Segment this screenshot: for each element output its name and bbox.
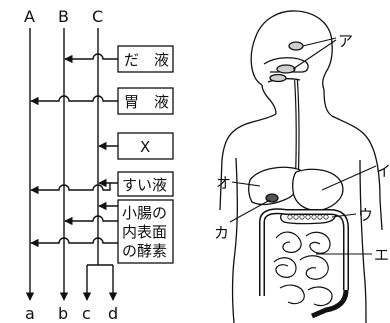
arrow-saliva bbox=[65, 54, 118, 59]
box-gastric-text: 胃 液 bbox=[124, 93, 169, 111]
leader-a-1 bbox=[303, 38, 336, 46]
top-labels: A B C bbox=[24, 7, 103, 26]
small-intestine bbox=[274, 232, 332, 306]
box-x-text: X bbox=[140, 138, 150, 156]
arrow-intestine-a bbox=[31, 238, 118, 243]
box-intestine-line-1: 小腸の bbox=[122, 204, 167, 222]
anatomy-labels: ア イ ウ エ オ カ bbox=[214, 32, 390, 264]
label-a: a bbox=[25, 304, 35, 323]
label-C: C bbox=[92, 7, 103, 26]
label-c: c bbox=[82, 304, 91, 323]
enzyme-boxes: だ 液 胃 液 X すい液 小腸の 内表面 の酵素 bbox=[118, 46, 173, 263]
box-intestine-line-3: の酵素 bbox=[122, 242, 167, 260]
box-saliva-text: だ 液 bbox=[124, 51, 169, 69]
salivary-gland-lower bbox=[277, 65, 295, 73]
label-エ: エ bbox=[374, 246, 389, 264]
arrow-intestine-b bbox=[65, 216, 118, 221]
label-ウ: ウ bbox=[358, 206, 373, 224]
face-profile bbox=[262, 85, 276, 114]
salivary-gland-mid bbox=[270, 75, 286, 82]
label-d: d bbox=[108, 304, 118, 323]
human-body bbox=[220, 11, 382, 323]
box-intestine-line-2: 内表面 bbox=[122, 223, 167, 241]
flow-diagram bbox=[30, 28, 118, 300]
label-B: B bbox=[58, 7, 69, 26]
label-カ: カ bbox=[214, 224, 229, 242]
box-pancreatic-text: すい液 bbox=[122, 176, 167, 194]
salivary-gland-upper bbox=[289, 42, 303, 50]
label-b: b bbox=[58, 304, 68, 323]
stomach bbox=[293, 169, 343, 210]
box-intestine-text: 小腸の 内表面 の酵素 bbox=[122, 204, 172, 260]
label-ア: ア bbox=[338, 32, 353, 50]
torso-right bbox=[360, 160, 366, 323]
label-イ: イ bbox=[376, 162, 390, 180]
arrow-gastric bbox=[31, 96, 118, 101]
label-オ: オ bbox=[216, 174, 231, 192]
label-A: A bbox=[24, 7, 35, 26]
bottom-labels: a b c d bbox=[25, 304, 118, 323]
neck-shoulder-right bbox=[324, 90, 382, 230]
